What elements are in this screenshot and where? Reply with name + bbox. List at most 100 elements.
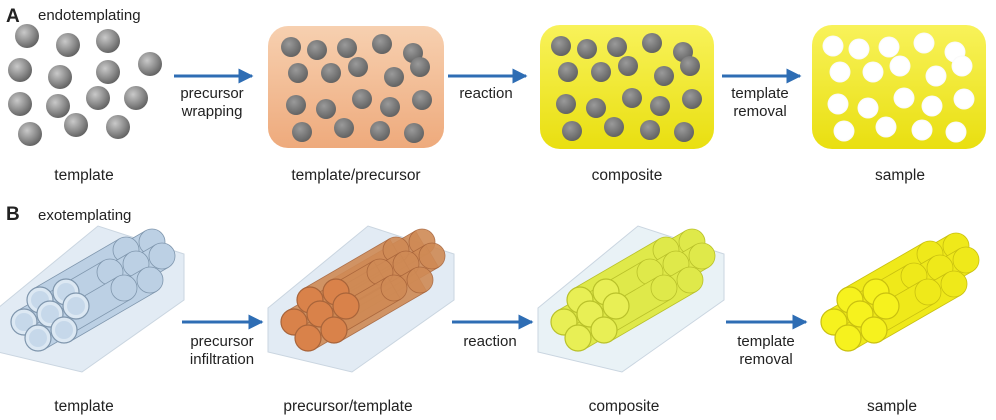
caption-b-composite: composite <box>589 398 660 415</box>
template-sphere <box>650 96 670 116</box>
pore <box>953 88 975 110</box>
panel-a-letter: A <box>6 6 20 27</box>
pore <box>875 116 897 138</box>
arrow-label-b2-line1: reaction <box>463 333 516 350</box>
pore <box>913 32 935 54</box>
template-sphere <box>321 63 341 83</box>
pore <box>921 95 943 117</box>
arrow-label-a3-line1: template <box>731 85 789 102</box>
template-sphere <box>384 67 404 87</box>
template-sphere <box>8 92 32 116</box>
pore <box>889 55 911 77</box>
caption-b-sample: sample <box>867 398 917 415</box>
template-sphere <box>8 58 32 82</box>
template-sphere <box>15 24 39 48</box>
caption-b-template: template <box>54 398 113 415</box>
template-sphere <box>286 95 306 115</box>
template-sphere <box>64 113 88 137</box>
template-sphere <box>348 57 368 77</box>
template-sphere <box>558 62 578 82</box>
caption-b-precursor-template: precursor/template <box>283 398 412 415</box>
arrow-label-a1-line1: precursor <box>180 85 243 102</box>
template-sphere <box>551 36 571 56</box>
template-sphere <box>96 29 120 53</box>
template-sphere <box>680 56 700 76</box>
pore <box>951 55 973 77</box>
pore <box>827 93 849 115</box>
composite-box <box>540 25 714 149</box>
composite-tube-bundle <box>537 225 725 373</box>
pore <box>878 36 900 58</box>
template-sphere <box>96 60 120 84</box>
tube-end <box>872 292 900 320</box>
panel-b-letter: B <box>6 204 20 225</box>
template-sphere <box>622 88 642 108</box>
caption-a-template: template <box>54 167 113 184</box>
template-sphere <box>86 86 110 110</box>
template-sphere <box>674 122 694 142</box>
panel-b-title: exotemplating <box>38 207 131 224</box>
arrow-label-b1-line1: precursor <box>190 333 253 350</box>
template-sphere <box>654 66 674 86</box>
caption-a-template-precursor: template/precursor <box>291 167 420 184</box>
tube-end <box>294 324 322 352</box>
arrow-label-b1-line2: infiltration <box>190 351 254 368</box>
template-sphere <box>604 117 624 137</box>
template-sphere <box>106 115 130 139</box>
caption-a-sample: sample <box>875 167 925 184</box>
template-sphere <box>607 37 627 57</box>
template-sphere <box>642 33 662 53</box>
pore <box>822 35 844 57</box>
template-sphere <box>556 94 576 114</box>
precursor-template-tube-bundle <box>267 225 455 373</box>
template-sphere <box>380 97 400 117</box>
template-sphere <box>412 90 432 110</box>
tube-end <box>590 316 618 344</box>
pore <box>893 87 915 109</box>
pore <box>857 97 879 119</box>
tube-end <box>834 324 862 352</box>
template-sphere <box>591 62 611 82</box>
template-sphere <box>18 122 42 146</box>
template-sphere <box>281 37 301 57</box>
template-sphere <box>138 52 162 76</box>
template-sphere <box>640 120 660 140</box>
pore <box>848 38 870 60</box>
template-sphere <box>292 122 312 142</box>
template-sphere <box>682 89 702 109</box>
pore <box>833 120 855 142</box>
template-sphere <box>586 98 606 118</box>
template-precursor-box <box>268 26 444 148</box>
pore <box>862 61 884 83</box>
tube-end <box>602 292 630 320</box>
template-sphere <box>48 65 72 89</box>
pore <box>829 61 851 83</box>
template-sphere <box>562 121 582 141</box>
pore <box>945 121 967 143</box>
sample-box <box>812 25 986 149</box>
template-sphere <box>316 99 336 119</box>
tube-end <box>332 292 360 320</box>
arrow-label-b3-line2: removal <box>739 351 792 368</box>
arrow-label-b3-line1: template <box>737 333 795 350</box>
arrow-label-a1-line2: wrapping <box>181 103 243 120</box>
tube-end <box>320 316 348 344</box>
template-sphere <box>404 123 424 143</box>
template-sphere <box>370 121 390 141</box>
template-tube-bundle <box>0 225 185 373</box>
tube-end <box>564 324 592 352</box>
template-sphere <box>56 33 80 57</box>
template-sphere <box>124 86 148 110</box>
template-sphere <box>307 40 327 60</box>
template-sphere <box>618 56 638 76</box>
sample-rod-bundle <box>820 232 980 352</box>
template-sphere <box>372 34 392 54</box>
template-sphere <box>410 57 430 77</box>
pore <box>925 65 947 87</box>
arrow-label-a3-line2: removal <box>733 103 786 120</box>
tube-end <box>860 316 888 344</box>
template-sphere <box>288 63 308 83</box>
template-sphere <box>577 39 597 59</box>
template-sphere <box>334 118 354 138</box>
